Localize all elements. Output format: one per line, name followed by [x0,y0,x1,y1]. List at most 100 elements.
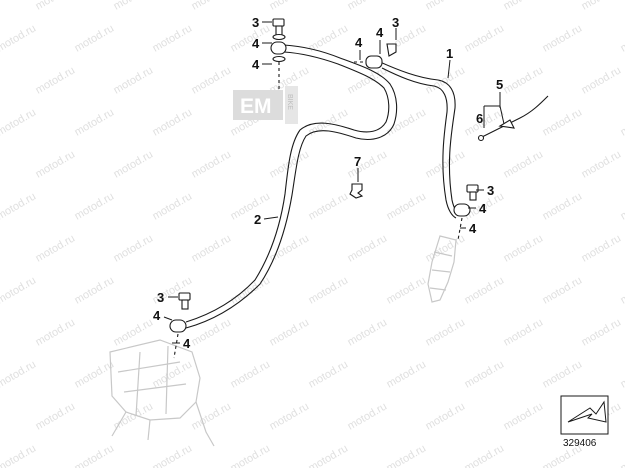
watermark-text: motod.ru [619,358,625,390]
brake-line-1 [379,61,463,219]
watermark-text: motod.ru [580,232,624,264]
watermark-text: motod.ru [73,358,117,390]
watermark-text: motod.ru [502,232,546,264]
watermark-text: motod.ru [541,274,585,306]
watermark-text: motod.ru [502,148,546,180]
callout-2: 2 [254,212,261,227]
watermark-text: motod.ru [268,0,312,13]
watermark-text: motod.ru [307,190,351,222]
watermark-text: motod.ru [112,0,156,13]
watermark-text: motod.ru [151,106,195,138]
callout-4-top-a: 4 [252,36,260,51]
watermark-text: motod.ru [190,316,234,348]
clip-part-7 [349,183,364,199]
watermark-text: motod.ru [190,0,234,13]
callout-3-mid: 3 [392,15,399,30]
watermark-text: motod.ru [0,106,38,138]
callout-4-front-a: 4 [479,201,487,216]
watermark-text: motod.ru [385,106,429,138]
watermark-text: motod.ru [112,148,156,180]
watermark-text: motod.ru [229,190,273,222]
callout-7: 7 [354,154,361,169]
watermark-text: motod.ru [151,442,195,468]
watermark-text: motod.ru [463,22,507,54]
watermark-text: motod.ru [34,232,78,264]
brake-line-2 [185,44,398,329]
watermark-text: motod.ru [307,274,351,306]
watermark-text: motod.ru [73,442,117,468]
watermark-text: motod.ru [190,400,234,432]
watermark-text: motod.ru [346,0,390,13]
watermark-text: motod.ru [0,442,38,468]
callout-3-rear: 3 [157,290,164,305]
watermark-text: motod.ru [619,190,625,222]
diagram-number: 329406 [563,438,597,449]
watermark-text: motod.ru [190,64,234,96]
watermark-text: motod.ru [346,232,390,264]
callout-1: 1 [446,46,453,61]
callout-4-front-b: 4 [469,221,477,236]
banjo-bolt-rear [169,292,191,359]
watermark-text: motod.ru [268,232,312,264]
watermark-text: motod.ru [112,64,156,96]
watermark-text: motod.ru [229,442,273,468]
callout-3-top: 3 [252,15,259,30]
watermark-text: motod.ru [268,400,312,432]
callout-labels: 3 4 4 4 4 3 1 5 6 7 2 3 4 4 3 4 4 [153,15,503,351]
watermark-text: motod.ru [34,400,78,432]
watermark-text: motod.ru [619,442,625,468]
watermark-text: motod.ru [385,274,429,306]
callout-4-top-b: 4 [252,57,260,72]
watermark-text: motod.ru [424,316,468,348]
watermark-text: motod.ru [541,22,585,54]
connector-mid [354,43,397,69]
watermark-text: motod.ru [346,316,390,348]
callout-3-front: 3 [487,183,494,198]
watermark-text: motod.ru [502,400,546,432]
watermark-text: motod.ru [73,274,117,306]
watermark-text: motod.ru [346,400,390,432]
callout-4-rear-b: 4 [183,336,191,351]
watermark-text: motod.ru [34,316,78,348]
watermark-text: motod.ru [619,106,625,138]
watermark-text: motod.ru [0,22,38,54]
logo-side-text: BIKE [286,94,293,110]
ghost-brake-caliper-front [427,235,457,303]
watermark-text: motod.ru [73,22,117,54]
watermark-text: motod.ru [580,148,624,180]
watermark-text: motod.ru [151,22,195,54]
watermark-text: motod.ru [580,316,624,348]
callout-6: 6 [476,111,483,126]
watermark-text: motod.ru [580,64,624,96]
watermark-text: motod.ru [34,64,78,96]
watermark-text: motod.ru [424,148,468,180]
watermark-text: motod.ru [385,442,429,468]
watermark-text: motod.ru [385,190,429,222]
watermark-text: motod.ru [0,358,38,390]
watermark-text: motod.ru [346,148,390,180]
watermark-text: motod.ru [112,316,156,348]
callout-4-rear-a: 4 [153,308,161,323]
watermark-text: motod.ru [112,400,156,432]
watermark-text: motod.ru [424,64,468,96]
watermark-text: motod.ru [502,64,546,96]
watermark-text: motod.ru [541,358,585,390]
watermark-text: motod.ru [424,400,468,432]
diagram-reference: 329406 [560,395,609,449]
watermark-text: motod.ru [190,232,234,264]
watermark-text: motod.ru [73,106,117,138]
watermark-text: motod.ru [229,358,273,390]
watermark-text: motod.ru [0,190,38,222]
watermark-text: motod.ru [73,190,117,222]
sensor-cable-5-6 [477,95,549,142]
watermark-text: motod.ru [268,316,312,348]
watermark-text: motod.ru [502,316,546,348]
watermark-text: motod.ru [424,0,468,13]
watermark-text: motod.ru [619,274,625,306]
watermark-text: motod.ru [151,190,195,222]
watermark-text: motod.ru [112,232,156,264]
watermark-text: motod.ru [34,148,78,180]
banjo-bolt-top-left [270,18,287,92]
